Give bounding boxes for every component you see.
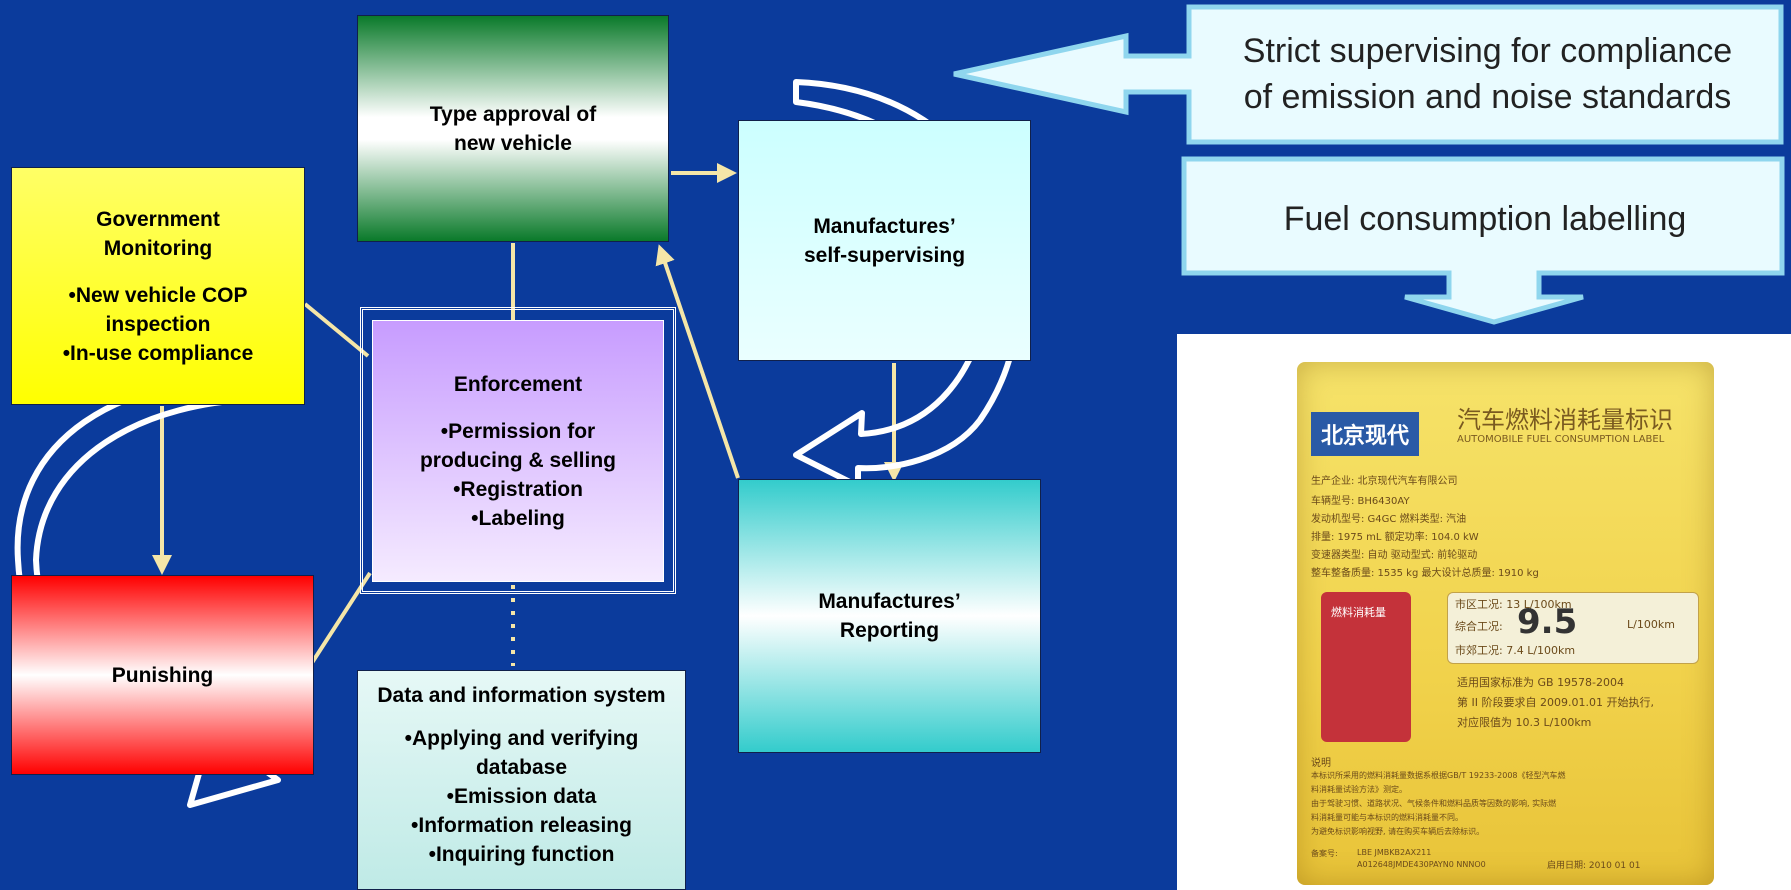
compliance-callout-shape: [953, 4, 1784, 145]
data-system-box: Data and information system •Applying an…: [357, 670, 686, 890]
data-system-line: •Emission data: [446, 785, 597, 808]
enforcement-box: Enforcement •Permission for producing & …: [372, 320, 664, 582]
data-system-line: Data and information system: [377, 684, 666, 707]
fuel-standard: 适用国家标准为 GB 19578-2004: [1457, 676, 1625, 689]
fuel-combined-label: 综合工况:: [1455, 620, 1503, 633]
government-line: inspection: [105, 312, 211, 336]
fuel-notes-title: 说明: [1311, 758, 1331, 769]
fuel-label-spec: 排量: 1975 mL 额定功率: 104.0 kW: [1311, 532, 1479, 543]
fuel-pump-tag: 燃料消耗量: [1331, 606, 1386, 619]
compliance-callout-line: Strict supervising for compliance: [1242, 32, 1733, 70]
fuel-enable-date: 启用日期: 2010 01 01: [1547, 861, 1641, 871]
enforcement-line: •Registration: [453, 477, 583, 501]
fuel-record-label: 备案号:: [1311, 849, 1338, 858]
self-supervising-box: Manufactures’ self-supervising: [738, 120, 1031, 361]
self-supervising-line: Manufactures’: [813, 214, 956, 238]
fuel-label-title-en: AUTOMOBILE FUEL CONSUMPTION LABEL: [1457, 434, 1665, 445]
type-approval-box: Type approval of new vehicle: [357, 15, 669, 242]
reporting-box: Manufactures’ Reporting: [738, 479, 1041, 753]
fuel-note: 由于驾驶习惯、道路状况、气候条件和燃料品质等因数的影响, 实际燃: [1311, 799, 1557, 808]
fuel-note: 料消耗量试验方法》测定。: [1311, 785, 1407, 794]
government-line: •In-use compliance: [62, 341, 254, 365]
government-monitoring-box: Government Monitoring •New vehicle COP i…: [11, 167, 305, 405]
enforcement-line: Enforcement: [453, 372, 583, 396]
type-approval-line: Type approval of: [429, 102, 597, 126]
fuel-label-spec: 发动机型号: G4GC 燃料类型: 汽油: [1311, 514, 1467, 525]
labelling-callout-line: Fuel consumption labelling: [1283, 200, 1687, 238]
fuel-label-title-cn: 汽车燃料消耗量标识: [1457, 406, 1673, 434]
punishing-line: Punishing: [111, 663, 214, 687]
fuel-combined-unit: L/100km: [1627, 618, 1675, 631]
reporting-line: Manufactures’: [818, 590, 961, 613]
fuel-record-no: LBE JMBKB2AX211: [1357, 848, 1432, 857]
government-line: •New vehicle COP: [68, 283, 248, 307]
data-system-line: •Applying and verifying: [404, 727, 639, 750]
compliance-callout: Strict supervising for compliance of emi…: [1195, 28, 1780, 120]
reporting-line: Reporting: [839, 619, 940, 642]
punishing-box: Punishing: [11, 575, 314, 775]
enforcement-line: •Labeling: [471, 506, 565, 530]
government-line: Government: [96, 207, 220, 231]
fuel-standard: 对应限值为 10.3 L/100km: [1457, 716, 1592, 729]
type-approval-line: new vehicle: [454, 131, 572, 155]
enforcement-frame: [360, 307, 676, 594]
data-system-line: •Information releasing: [411, 814, 632, 837]
fuel-note: 本标识所采用的燃料消耗量数据系根据GB/T 19233-2008《轻型汽车燃: [1311, 771, 1566, 780]
fuel-record-no-2: A012648JMDE430PAYN0 NNNO0: [1357, 860, 1486, 869]
labelling-callout-shape: [1181, 156, 1785, 325]
self-supervising-line: self-supervising: [803, 243, 966, 267]
fuel-pump-icon: [1321, 592, 1411, 742]
fuel-suburban: 市郊工况: 7.4 L/100km: [1455, 644, 1576, 657]
fuel-label-spec: 生产企业: 北京现代汽车有限公司: [1311, 476, 1458, 487]
data-system-line: •Inquiring function: [428, 843, 615, 866]
fuel-consumption-panel: [1447, 592, 1699, 664]
fuel-label-photo: 北京现代 汽车燃料消耗量标识 AUTOMOBILE FUEL CONSUMPTI…: [1297, 362, 1714, 885]
fuel-label-spec: 整车整备质量: 1535 kg 最大设计总质量: 1910 kg: [1311, 568, 1539, 579]
government-line: Monitoring: [103, 236, 213, 260]
fuel-note: 料消耗量可能与本标识的燃料消耗量不同。: [1311, 813, 1463, 822]
labelling-callout: Fuel consumption labelling: [1190, 196, 1780, 242]
fuel-standard: 第 II 阶段要求自 2009.01.01 开始执行,: [1457, 696, 1654, 709]
enforcement-line: •Permission for: [440, 419, 596, 443]
fuel-label-spec: 车辆型号: BH6430AY: [1311, 496, 1410, 507]
fuel-urban: 市区工况: 13 L/100km: [1455, 598, 1572, 611]
fuel-note: 为避免标识影响视野, 请在购买车辆后去除标识。: [1311, 827, 1485, 836]
compliance-callout-line: of emission and noise standards: [1243, 78, 1732, 116]
enforcement-line: producing & selling: [419, 448, 616, 472]
fuel-combined-value: 9.5: [1517, 602, 1578, 642]
data-system-line: database: [475, 756, 568, 779]
fuel-label-brand: 北京现代: [1311, 412, 1420, 456]
fuel-label-spec: 变速器类型: 自动 驱动型式: 前轮驱动: [1311, 550, 1478, 561]
